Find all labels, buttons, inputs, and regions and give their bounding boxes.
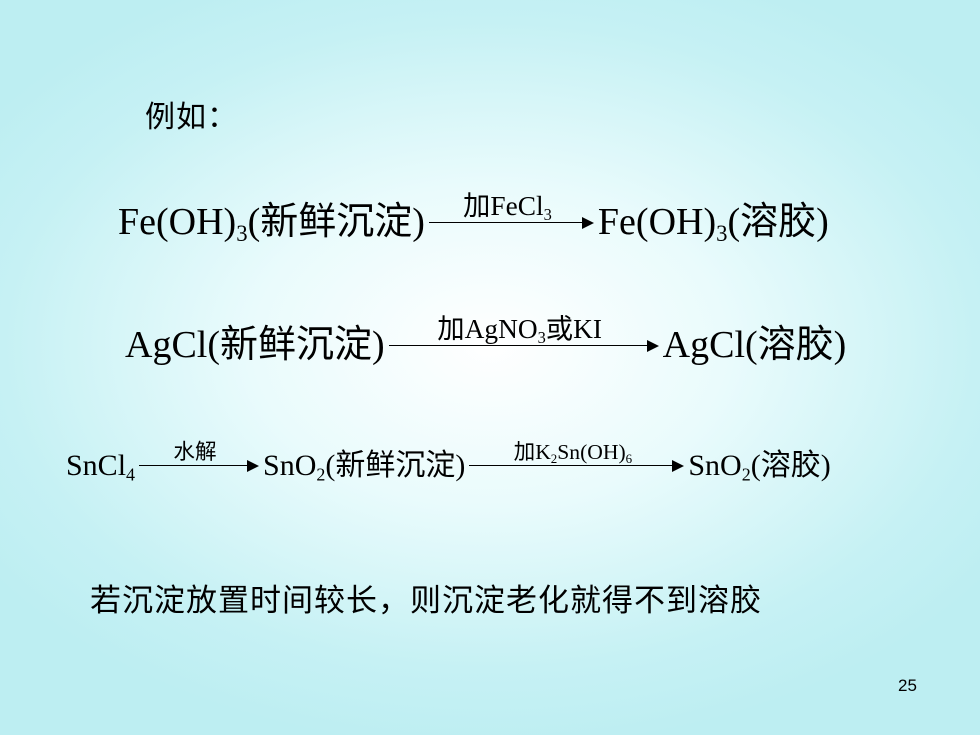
product: Fe(OH)3(溶胶) <box>597 201 829 246</box>
arrow-head-icon <box>247 460 260 472</box>
equation-sncl4: SnCl4 水解 SnO2(新鲜沉淀) 加K2Sn(OH)6 SnO2(溶胶) <box>66 440 831 484</box>
reaction-condition: 水解 <box>173 439 217 464</box>
reactant: SnCl4 <box>66 449 136 485</box>
reaction-arrow: 加FeCl3 <box>428 191 594 234</box>
product: AgCl(溶胶) <box>662 324 847 366</box>
equation-agcl: AgCl(新鲜沉淀) 加AgNO3或KI AgCl(溶胶) <box>125 313 846 368</box>
product: SnO2(溶胶) <box>688 449 831 485</box>
reaction-condition: 加FeCl3 <box>463 190 552 224</box>
reaction-condition: 加AgNO3或KI <box>437 313 603 347</box>
page-number: 25 <box>898 676 917 695</box>
reactant: AgCl(新鲜沉淀) <box>125 324 385 366</box>
intermediate: SnO2(新鲜沉淀) <box>263 449 466 485</box>
intro-text: 例如： <box>145 100 238 135</box>
conclusion-text: 若沉淀放置时间较长，则沉淀老化就得不到溶胶 <box>90 583 762 619</box>
arrow-head-icon <box>581 216 594 229</box>
reactant: Fe(OH)3(新鲜沉淀) <box>118 201 425 246</box>
arrow-head-icon <box>672 460 685 472</box>
arrow-head-icon <box>646 339 659 352</box>
reaction-arrow: 加AgNO3或KI <box>388 314 659 357</box>
reaction-arrow: 加K2Sn(OH)6 <box>469 440 685 475</box>
reaction-condition: 加K2Sn(OH)6 <box>513 439 633 466</box>
equation-fe-oh3: Fe(OH)3(新鲜沉淀) 加FeCl3 Fe(OH)3(溶胶) <box>118 190 829 245</box>
reaction-arrow: 水解 <box>139 440 260 475</box>
